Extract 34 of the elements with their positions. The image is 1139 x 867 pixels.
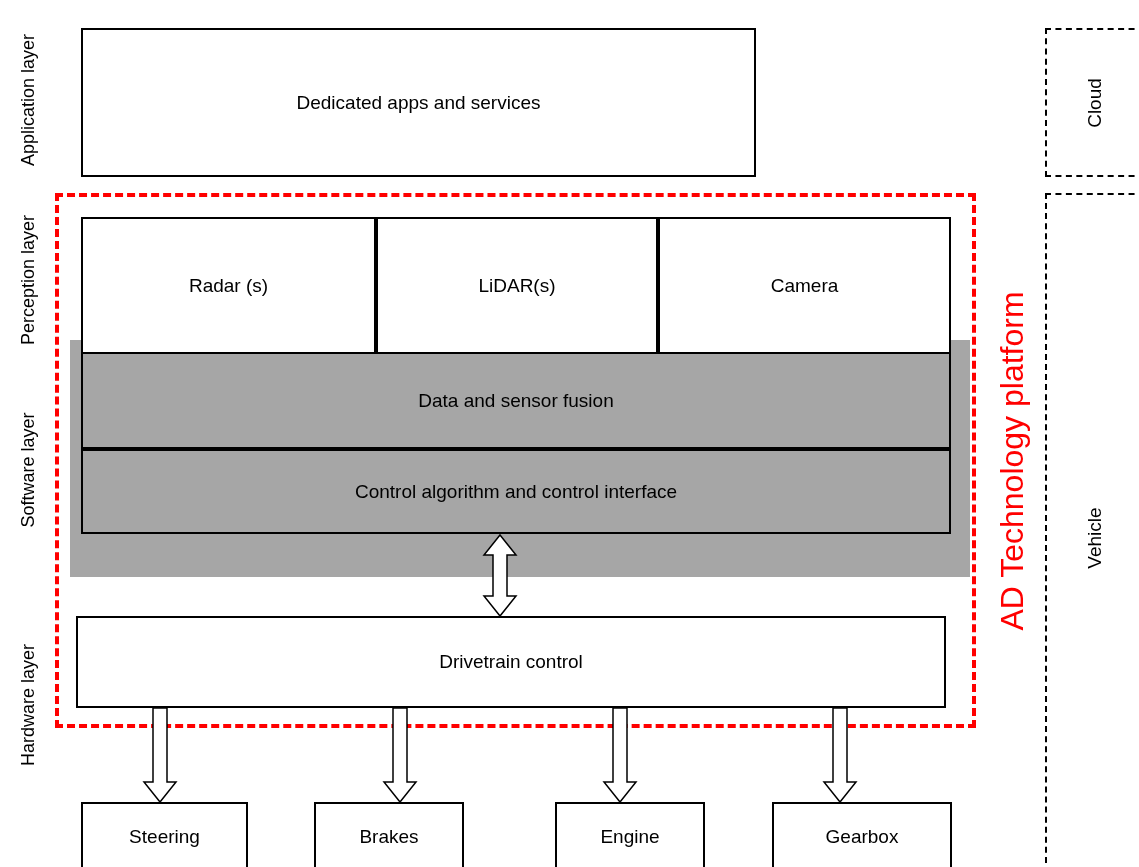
node-label: Camera: [770, 274, 839, 297]
component-box: [658, 217, 951, 354]
node-label: Dedicated apps and services: [296, 91, 541, 114]
layer-label: Application layer: [17, 33, 39, 167]
component-box: [76, 616, 946, 708]
layer-band: [70, 340, 970, 577]
block-arrow: [602, 707, 638, 804]
component-box: [772, 802, 952, 867]
block-arrow: [822, 707, 858, 804]
node-label: Data and sensor fusion: [418, 389, 614, 412]
node-label: Control algorithm and control interface: [354, 480, 678, 503]
block-arrow: [142, 707, 178, 804]
node-label: Steering: [129, 826, 200, 848]
layer-label: Perception layer: [17, 214, 39, 346]
layer-label: Hardware layer: [17, 644, 39, 766]
node-label: Drivetrain control: [439, 651, 583, 673]
component-box: [81, 217, 376, 354]
node-label: LiDAR(s): [478, 274, 556, 297]
node-label: Gearbox: [825, 826, 899, 848]
component-box: [81, 449, 951, 534]
block-arrow: [382, 707, 418, 804]
platform-title: AD Technology platform: [993, 290, 1031, 631]
layer-label: Software layer: [17, 412, 39, 528]
component-box: [81, 802, 248, 867]
block-arrow: [482, 533, 518, 618]
node-label: Vehicle: [1084, 507, 1106, 569]
component-box: [314, 802, 464, 867]
node-label: Cloud: [1084, 77, 1106, 128]
node-label: Brakes: [359, 826, 419, 848]
component-box: [81, 28, 756, 177]
node-label: Radar (s): [188, 274, 269, 297]
node-label: Engine: [600, 826, 660, 848]
component-box: [376, 217, 658, 354]
component-box: [555, 802, 705, 867]
